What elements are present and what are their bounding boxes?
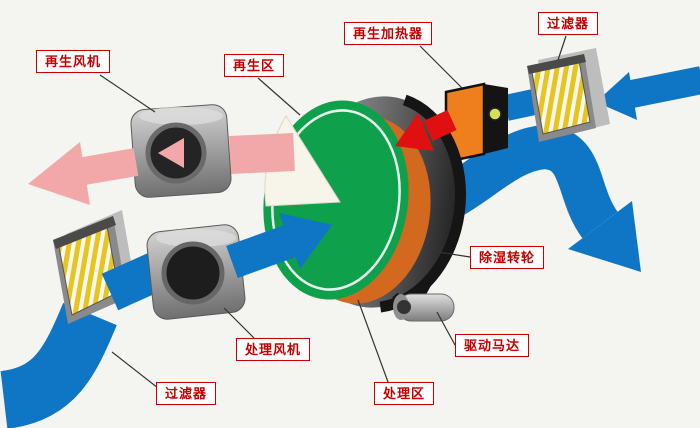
process-air-inlet-duct xyxy=(0,302,117,428)
hot-air-arrow xyxy=(395,110,457,151)
process-fan-component xyxy=(146,224,246,320)
filter-top-component xyxy=(527,48,610,142)
filter-bottom-component xyxy=(53,210,136,324)
label-filter-top: 过滤器 xyxy=(538,12,599,35)
label-process-zone: 处理区 xyxy=(374,382,435,405)
process-air-into-wheel-arrow xyxy=(226,213,332,278)
regen-air-exhaust-arrow xyxy=(28,142,139,205)
label-filter-bottom: 过滤器 xyxy=(156,382,217,405)
label-rotor: 除湿转轮 xyxy=(470,246,545,269)
motor-pulley xyxy=(397,300,411,314)
label-regen-fan: 再生风机 xyxy=(36,50,111,73)
label-regen-heater: 再生加热器 xyxy=(344,22,433,45)
regen-air-inlet-arrow xyxy=(503,66,700,121)
heater-indicator-light xyxy=(488,107,502,121)
label-process-fan: 处理风机 xyxy=(236,338,311,361)
process-fan-opening xyxy=(161,241,225,305)
drive-belt xyxy=(289,90,467,314)
drive-motor-component xyxy=(392,278,455,322)
regen-air-duct-segment xyxy=(229,133,295,174)
label-motor: 驱动马达 xyxy=(455,334,530,357)
leader-lines xyxy=(99,35,567,389)
regen-fan-component xyxy=(130,104,232,198)
label-regen-zone: 再生区 xyxy=(224,54,285,77)
